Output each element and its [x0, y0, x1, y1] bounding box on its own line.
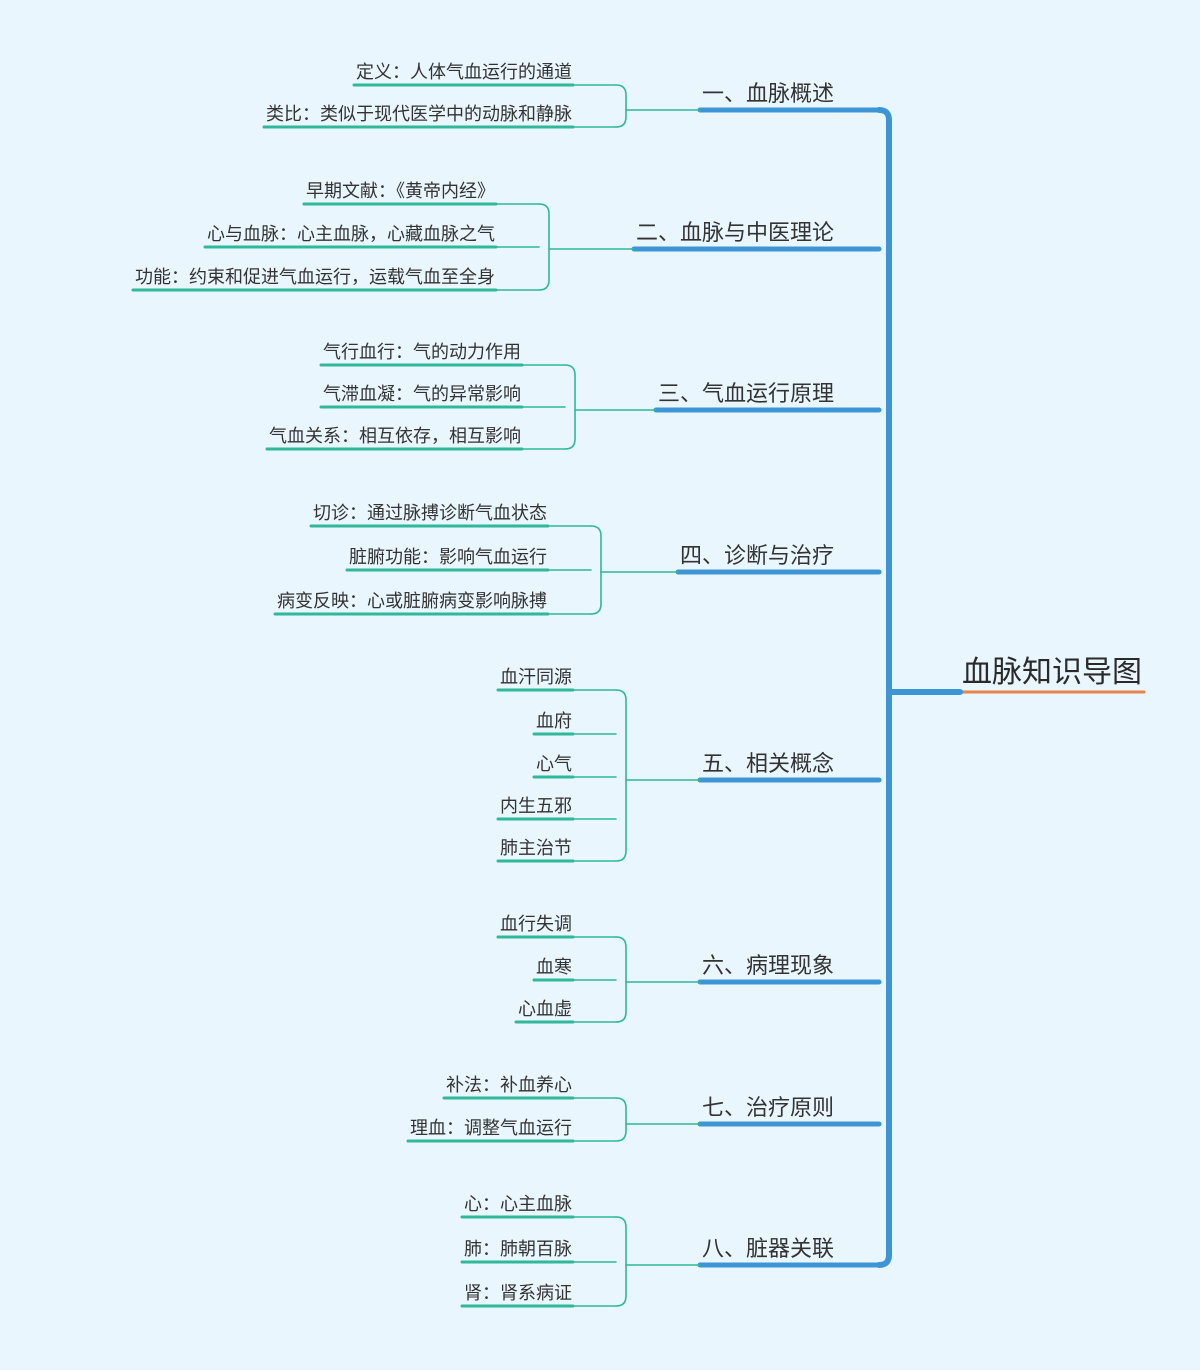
leaf-5-2[interactable]: 血府 [536, 711, 572, 732]
leaf-5-5[interactable]: 肺主治节 [500, 838, 572, 859]
branch-6[interactable]: 六、病理现象 [701, 954, 834, 979]
leaf-4-1[interactable]: 切诊：通过脉搏诊断气血状态 [313, 503, 547, 524]
branch-4[interactable]: 四、诊断与治疗 [679, 544, 834, 569]
leaf-8-2[interactable]: 肺：肺朝百脉 [464, 1239, 572, 1260]
leaf-5-1[interactable]: 血汗同源 [500, 667, 572, 688]
branch-5[interactable]: 五、相关概念 [701, 752, 834, 777]
branch-8[interactable]: 八、脏器关联 [701, 1237, 834, 1262]
leaf-2-2[interactable]: 心与血脉：心主血脉，心藏血脉之气 [207, 224, 495, 245]
leaf-5-3[interactable]: 心气 [536, 754, 572, 775]
leaf-3-3[interactable]: 气血关系：相互依存，相互影响 [269, 426, 521, 447]
leaf-3-1[interactable]: 气行血行：气的动力作用 [323, 342, 521, 363]
leaf-8-3[interactable]: 肾：肾系病证 [464, 1283, 572, 1304]
leaf-1-1[interactable]: 定义：人体气血运行的通道 [356, 62, 572, 83]
leaf-bracket [615, 689, 627, 862]
leaf-4-2[interactable]: 脏腑功能：影响气血运行 [349, 547, 547, 568]
leaf-bracket [615, 1216, 627, 1307]
leaf-8-1[interactable]: 心：心主血脉 [464, 1194, 572, 1215]
leaf-2-3[interactable]: 功能：约束和促进气血运行，运载气血至全身 [135, 267, 495, 288]
leaf-3-2[interactable]: 气滞血凝：气的异常影响 [323, 384, 521, 405]
branch-2[interactable]: 二、血脉与中医理论 [635, 221, 834, 246]
leaf-4-3[interactable]: 病变反映：心或脏腑病变影响脉搏 [277, 591, 547, 612]
leaf-7-2[interactable]: 理血：调整气血运行 [410, 1118, 572, 1139]
leaf-5-4[interactable]: 内生五邪 [500, 796, 572, 817]
leaf-bracket [615, 1097, 627, 1142]
leaf-7-1[interactable]: 补法：补血养心 [446, 1075, 572, 1096]
leaf-6-2[interactable]: 血寒 [536, 957, 572, 978]
leaf-bracket [538, 203, 550, 291]
branch-3[interactable]: 三、气血运行原理 [657, 382, 834, 407]
leaf-bracket [615, 936, 627, 1023]
leaf-6-3[interactable]: 心血虚 [518, 999, 572, 1020]
trunk-line [876, 107, 892, 1268]
branch-7[interactable]: 七、治疗原则 [701, 1096, 834, 1121]
root-node[interactable]: 血脉知识导图 [962, 655, 1142, 690]
leaf-6-1[interactable]: 血行失调 [500, 914, 572, 935]
leaf-2-1[interactable]: 早期文献：《黄帝内经》 [306, 181, 495, 202]
leaf-bracket [615, 84, 627, 128]
leaf-1-2[interactable]: 类比：类似于现代医学中的动脉和静脉 [266, 104, 572, 125]
branch-1[interactable]: 一、血脉概述 [701, 82, 834, 107]
leaf-bracket [590, 525, 602, 615]
leaf-bracket [564, 364, 576, 450]
